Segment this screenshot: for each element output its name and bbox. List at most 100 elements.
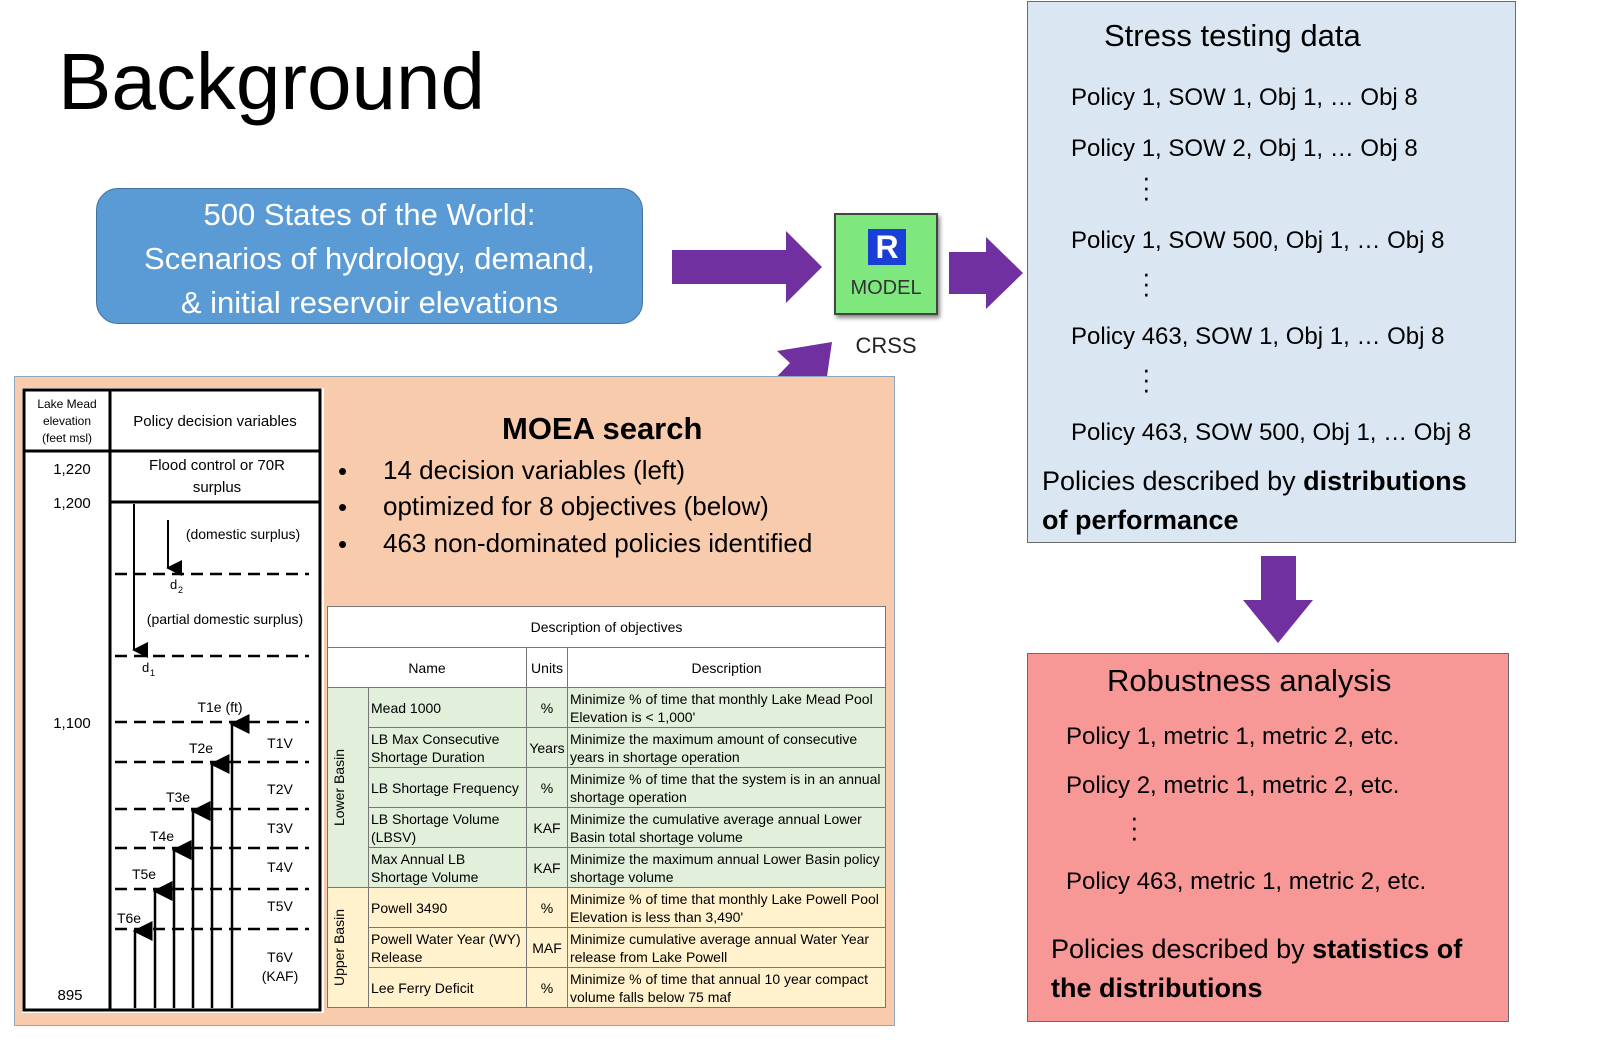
upper-basin-label: Upper Basin — [331, 908, 347, 987]
robustness-line: Policy 2, metric 1, metric 2, etc. — [1066, 772, 1400, 799]
col1-header: (feet msl) — [42, 431, 92, 445]
stress-line: Policy 1, SOW 500, Obj 1, … Obj 8 — [1071, 227, 1445, 254]
arrow-stress-to-robust — [1243, 556, 1313, 643]
policy-decision-diagram: Lake Mead elevation (feet msl) Policy de… — [22, 388, 324, 1013]
tier-volume-label: T6V — [267, 949, 293, 965]
objective-description: Minimize the maximum amount of consecuti… — [567, 727, 886, 768]
objective-description: Minimize cumulative average annual Water… — [567, 927, 886, 968]
objective-description: Minimize the cumulative average annual L… — [567, 807, 886, 848]
d1-subscript: 1 — [150, 668, 155, 678]
objective-units: Years — [526, 727, 568, 768]
objective-name: Max Annual LB Shortage Volume — [368, 847, 527, 888]
elevation-label: 1,100 — [53, 715, 91, 732]
objective-units: KAF — [526, 807, 568, 848]
arrow-model-to-stress — [949, 237, 1023, 309]
lower-basin-cell: Lower Basin — [327, 687, 369, 888]
col1-header: Lake Mead — [37, 397, 96, 411]
d2-label: d — [170, 577, 177, 592]
vertical-ellipsis-icon: ··· — [1142, 354, 1151, 404]
partial-surplus-label: (partial domestic surplus) — [147, 611, 303, 627]
vertical-ellipsis-icon: ··· — [1130, 802, 1139, 852]
stress-line: Policy 463, SOW 1, Obj 1, … Obj 8 — [1071, 323, 1445, 350]
flood-label: surplus — [193, 479, 241, 496]
d1-label: d — [142, 660, 149, 675]
tier-elevation-label: T5e — [132, 866, 156, 882]
objective-description: Minimize % of time that the system is in… — [567, 767, 886, 808]
stress-line: Policy 1, SOW 2, Obj 1, … Obj 8 — [1071, 135, 1418, 162]
objective-units: % — [526, 767, 568, 808]
col1-header: elevation — [43, 414, 91, 428]
stress-testing-box — [1027, 1, 1516, 543]
model-icon-text: MODEL — [850, 277, 922, 299]
sow-line-3: & initial reservoir elevations — [180, 285, 559, 320]
objectives-table: Description of objectives Name Units Des… — [327, 606, 886, 1008]
objective-description: Minimize % of time that monthly Lake Pow… — [567, 887, 886, 928]
robustness-line: Policy 463, metric 1, metric 2, etc. — [1066, 868, 1427, 895]
moea-bullet: 14 decision variables (left) — [383, 455, 686, 485]
elevation-label: 1,200 — [53, 495, 91, 512]
moea-title: MOEA search — [502, 411, 703, 446]
objective-units: % — [526, 687, 568, 728]
moea-bullet: 463 non-dominated policies identified — [383, 528, 813, 558]
tier-elevation-label: T2e — [189, 740, 213, 756]
domestic-surplus-label: (domestic surplus) — [186, 526, 300, 542]
moea-bullet: optimized for 8 objectives (below) — [383, 491, 769, 521]
header-name: Name — [327, 647, 527, 688]
objectives-caption: Description of objectives — [327, 606, 886, 648]
arrow-sow-to-model — [672, 231, 822, 303]
vertical-ellipsis-icon: ··· — [1142, 162, 1151, 212]
header-description: Description — [567, 647, 886, 688]
riverware-logo-icon: R — [868, 229, 906, 265]
moea-bullet-icon: • — [338, 492, 348, 522]
tier-elevation-label: T6e — [117, 910, 141, 926]
sow-line-2: Scenarios of hydrology, demand, — [144, 241, 595, 276]
header-units: Units — [526, 647, 568, 688]
elevation-label: 895 — [57, 987, 82, 1004]
objective-name: LB Shortage Volume (LBSV) — [368, 807, 527, 848]
objective-description: Minimize the maximum annual Lower Basin … — [567, 847, 886, 888]
stress-line: Policy 463, SOW 500, Obj 1, … Obj 8 — [1071, 419, 1472, 446]
vertical-ellipsis-icon: ··· — [1142, 258, 1151, 308]
tier-volume-label: T4V — [267, 859, 293, 875]
page-title: Background — [58, 37, 485, 126]
sow-line-1: 500 States of the World: — [203, 197, 536, 232]
objective-name: Lee Ferry Deficit — [368, 967, 527, 1008]
objective-units: % — [526, 967, 568, 1008]
lower-basin-label: Lower Basin — [331, 748, 347, 827]
objective-name: LB Shortage Frequency — [368, 767, 527, 808]
tier-volume-unit: (KAF) — [262, 968, 299, 984]
elevation-label: 1,220 — [53, 461, 91, 478]
objective-units: MAF — [526, 927, 568, 968]
tier-elevation-label: T1e (ft) — [197, 699, 242, 715]
d2-subscript: 2 — [178, 585, 183, 595]
tier-elevation-label: T4e — [150, 828, 174, 844]
stress-line: Policy 1, SOW 1, Obj 1, … Obj 8 — [1071, 84, 1418, 111]
tier-volume-label: T2V — [267, 781, 293, 797]
objective-name: Powell 3490 — [368, 887, 527, 928]
tier-elevation-label: T3e — [166, 789, 190, 805]
tier-volume-label: T1V — [267, 735, 293, 751]
states-of-world-box: 500 States of the World: Scenarios of hy… — [96, 188, 643, 324]
objective-description: Minimize % of time that annual 10 year c… — [567, 967, 886, 1008]
robustness-analysis-box — [1027, 653, 1509, 1022]
robustness-title: Robustness analysis — [1107, 663, 1392, 698]
crss-model-icon: R MODEL — [834, 213, 938, 315]
objective-name: Powell Water Year (WY) Release — [368, 927, 527, 968]
tier-volume-label: T3V — [267, 820, 293, 836]
objective-units: % — [526, 887, 568, 928]
objective-description: Minimize % of time that monthly Lake Mea… — [567, 687, 886, 728]
robustness-line: Policy 1, metric 1, metric 2, etc. — [1066, 723, 1400, 750]
stress-title: Stress testing data — [1104, 18, 1361, 53]
crss-label: CRSS — [855, 333, 917, 358]
flood-label: Flood control or 70R — [149, 457, 285, 474]
objective-units: KAF — [526, 847, 568, 888]
tier-volume-label: T5V — [267, 898, 293, 914]
moea-bullet-icon: • — [338, 456, 348, 486]
col2-header: Policy decision variables — [133, 413, 296, 430]
objective-name: LB Max Consecutive Shortage Duration — [368, 727, 527, 768]
objective-name: Mead 1000 — [368, 687, 527, 728]
upper-basin-cell: Upper Basin — [327, 887, 369, 1008]
